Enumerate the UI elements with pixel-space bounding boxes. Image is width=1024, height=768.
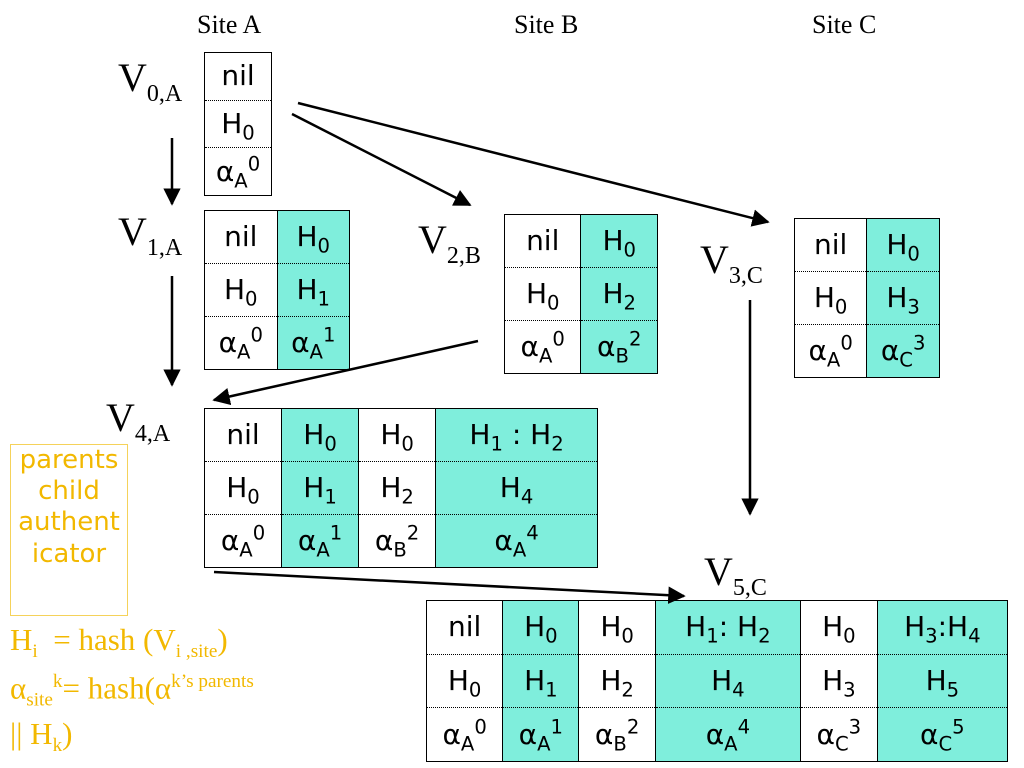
legend-child: child (38, 476, 100, 507)
table-cell: H0 (578, 600, 656, 655)
table-row: nil (205, 53, 272, 101)
table-row: nil H0 (205, 210, 350, 264)
site-b-header: Site B (514, 10, 579, 39)
version-label-v3: V3,C (700, 237, 763, 289)
table-cell: αC3 (866, 324, 940, 378)
table-cell: H1 (281, 461, 359, 515)
table-cell: H0 (502, 600, 579, 655)
table-cell: αA4 (654, 707, 801, 762)
legend-icator: icator (31, 538, 107, 569)
row-legend: parents child authent icator (10, 444, 128, 616)
legend-authent: authent (18, 507, 120, 538)
table-cell: nil (221, 59, 255, 93)
table-cell: H0 (204, 99, 272, 148)
table-cell: H0 (580, 214, 658, 268)
table-cell: H4 (435, 461, 598, 515)
arrow-v4-to-v5 (213, 570, 686, 604)
version-label-v0: V0,A (118, 55, 183, 107)
table-cell: H5 (876, 653, 1008, 708)
table-cell: αB2 (578, 707, 656, 762)
table-cell: αA4 (435, 514, 598, 568)
table-row: nil H0 (795, 218, 940, 272)
table-row: nil H0 (505, 214, 658, 268)
table-row: H0 (204, 99, 272, 148)
table-cell: nil (526, 224, 560, 257)
version-label-v5: V5,C (704, 549, 767, 601)
table-cell: H3:H4 (876, 600, 1008, 655)
table-cell: H0 (204, 461, 282, 515)
table-cell: H0 (866, 218, 940, 272)
table-cell: αC5 (876, 707, 1008, 762)
table-cell: H2 (578, 653, 656, 708)
table-cell: H3 (799, 653, 878, 708)
site-a-header: Site A (197, 10, 262, 39)
table-cell: αA0 (204, 316, 277, 370)
table-cell: H0 (504, 267, 581, 321)
version-label-v1: V1,A (118, 209, 183, 261)
table-cell: H0 (799, 600, 878, 655)
table-cell: αA1 (281, 514, 359, 568)
table-cell: H0 (204, 263, 277, 317)
table-cell: αC3 (799, 707, 878, 762)
table-cell: H0 (794, 271, 867, 325)
table-cell: αA0 (426, 707, 503, 762)
table-cell: αA0 (204, 514, 282, 568)
arrow-v0-to-v3 (297, 101, 770, 227)
version-label-v2: V2,B (418, 217, 481, 269)
table-cell: H3 (866, 271, 940, 325)
table-cell: nil (447, 610, 482, 644)
table-cell: αA0 (794, 324, 867, 378)
authenticator-definition-cont: || Hk) (10, 716, 73, 757)
hash-definition: Hi = hash (Vi ,site) (10, 622, 228, 663)
table-cell: H2 (358, 461, 436, 515)
arrow-v2-to-v4 (212, 339, 479, 406)
table-cell: H0 (281, 408, 359, 462)
table-cell: H1 : H2 (435, 408, 598, 462)
table-cell: nil (226, 418, 260, 451)
table-cell: H1: H2 (654, 600, 801, 655)
table-cell: αA0 (504, 320, 581, 374)
table-cell: nil (813, 228, 848, 261)
version-label-v4: V4,A (106, 395, 171, 447)
table-cell: αA1 (502, 707, 579, 762)
table-cell: αA0 (204, 147, 272, 196)
table-cell: αB2 (358, 514, 436, 568)
table-cell: H0 (358, 408, 436, 462)
table-cell: H0 (426, 653, 503, 708)
site-c-header: Site C (812, 10, 877, 39)
authenticator-definition: αsitek= hash(αk’s parents (10, 670, 254, 711)
table-cell: H0 (276, 210, 350, 264)
table-cell: nil (224, 220, 258, 253)
table-cell: H2 (580, 267, 658, 321)
legend-parents: parents (19, 445, 119, 475)
arrow-v0-to-v2 (291, 112, 472, 207)
table-cell: H4 (654, 653, 801, 708)
table-cell: H1 (502, 653, 579, 708)
table-cell: αB2 (580, 320, 658, 374)
table-cell: αA1 (276, 316, 350, 370)
table-row: αA0 (204, 147, 272, 196)
table-cell: H1 (276, 263, 350, 317)
